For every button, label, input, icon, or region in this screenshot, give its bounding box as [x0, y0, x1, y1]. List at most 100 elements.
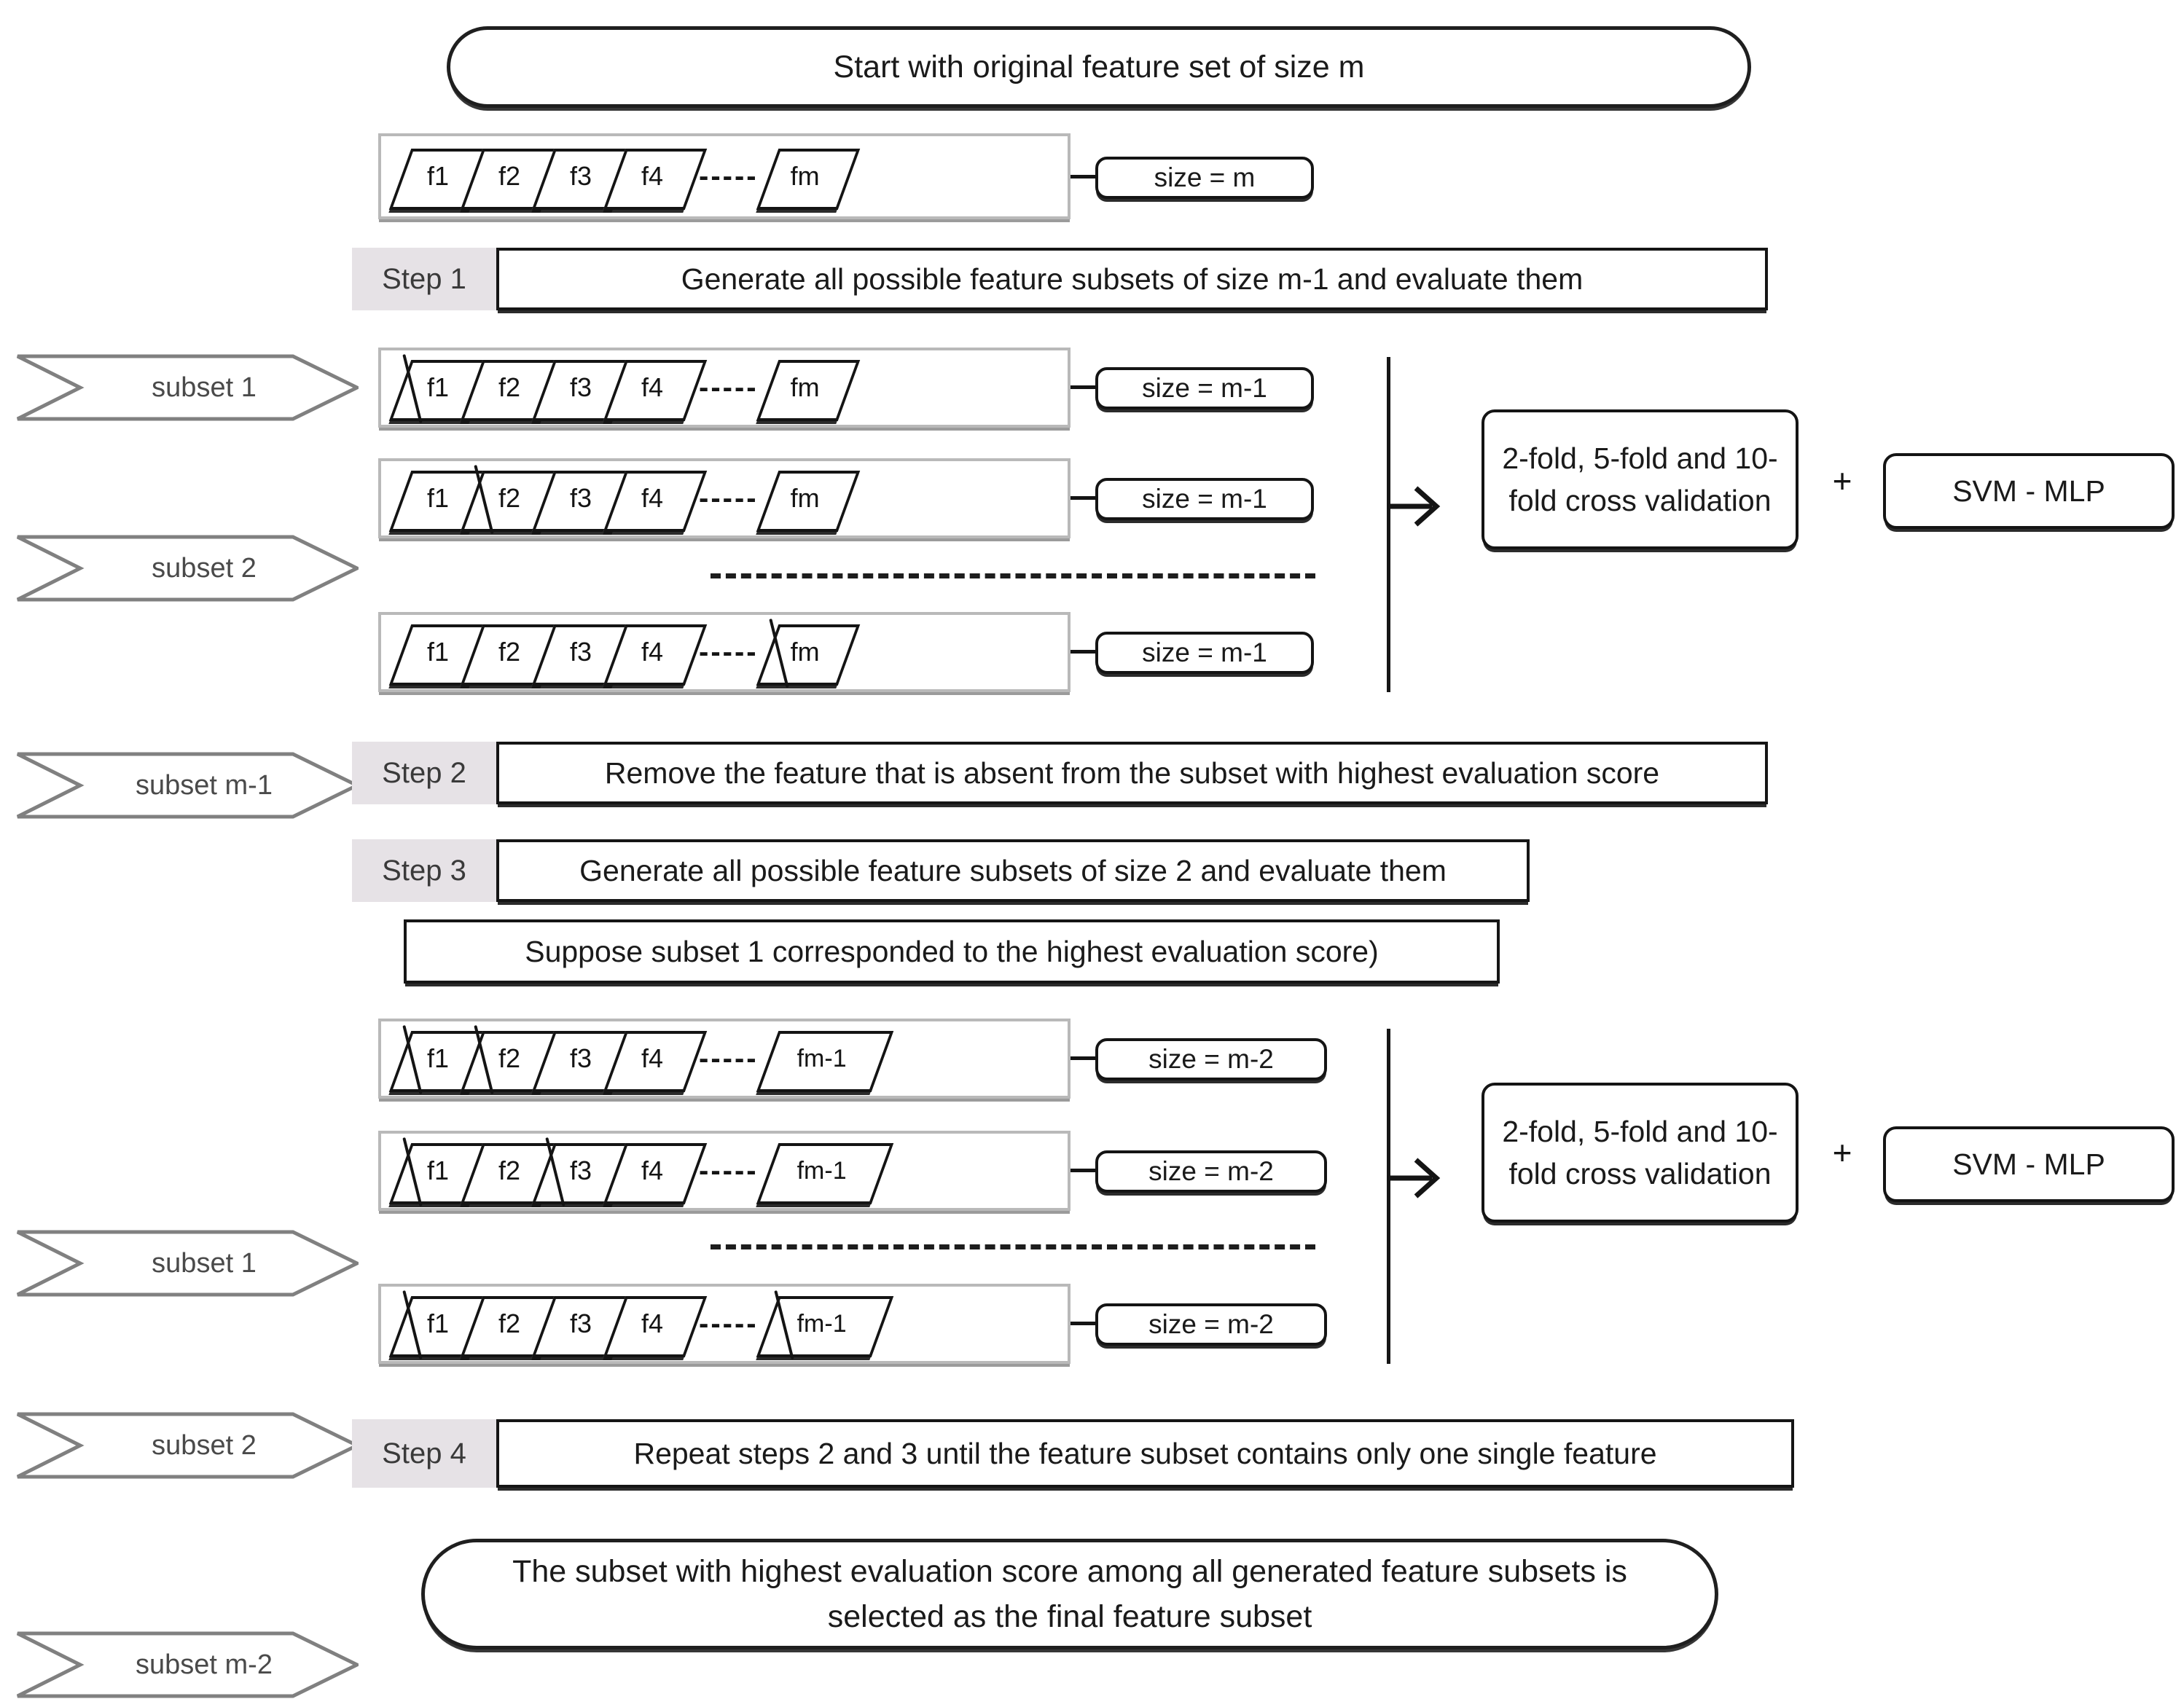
connector-g1-r2 [1071, 496, 1095, 500]
size-pill-g1-r2: size = m-1 [1095, 478, 1314, 520]
feature-chip-label: fm [790, 483, 820, 513]
feature-ellipsis: ----- [699, 371, 759, 404]
chevron-g2-r3-label: subset m-2 [136, 1649, 273, 1680]
feature-chip-label: f3 [569, 483, 592, 513]
feature-chip: f4 [603, 1031, 708, 1092]
feature-chip: f4 [603, 149, 708, 210]
feature-chip: fm-1 [756, 1031, 893, 1092]
group2-classifier-label: SVM - MLP [1952, 1147, 2105, 1181]
chevron-g1-r1: subset 1 [16, 353, 359, 422]
chevron-g2-r1-shape [16, 1230, 359, 1297]
feature-chip: f3 [531, 149, 636, 210]
group1-arrow-icon [1387, 481, 1445, 532]
group2-classifier-box: SVM - MLP [1883, 1126, 2175, 1202]
feature-chip-label: f3 [569, 1043, 592, 1073]
group2-cross-validation-box: 2-fold, 5-fold and 10-fold cross validat… [1482, 1083, 1799, 1223]
size-label-g2-r3: size = m-2 [1148, 1309, 1274, 1339]
size-label-g2-r1: size = m-2 [1148, 1044, 1274, 1074]
feature-chip: f3 [531, 471, 636, 532]
feature-chip-label: f2 [498, 483, 521, 513]
feature-chip-label: f1 [426, 1043, 450, 1073]
feature-strip-g1-r1: f1 f2 f3 f4----- fm [378, 348, 1071, 428]
group2-plus-glyph: + [1832, 1134, 1852, 1172]
feature-chip: f2 [460, 1031, 565, 1092]
feature-chip: f1 [388, 360, 493, 421]
connector-g1-r3 [1071, 650, 1095, 654]
group2-cross-validation-label: 2-fold, 5-fold and 10-fold cross validat… [1502, 1114, 1778, 1190]
group1-cross-validation-label: 2-fold, 5-fold and 10-fold cross validat… [1502, 441, 1778, 517]
feature-chip-label: f4 [641, 1308, 664, 1338]
feature-chip-label: f4 [641, 1155, 664, 1185]
feature-chip: f2 [460, 1143, 565, 1204]
feature-chip-label: f4 [641, 161, 664, 191]
feature-chip-label: f2 [498, 1308, 521, 1338]
chevron-g1-r3: subset m-1 [16, 751, 359, 820]
feature-chip: fm [756, 149, 860, 210]
feature-chip-label: f3 [569, 637, 592, 667]
group1-vertical-bar [1387, 357, 1390, 692]
feature-chip-label: f2 [498, 161, 521, 191]
group1-cross-validation-box: 2-fold, 5-fold and 10-fold cross validat… [1482, 409, 1799, 549]
connector-g2-r1 [1071, 1056, 1095, 1060]
size-pill-g1-r3: size = m-1 [1095, 632, 1314, 674]
step-3-tag-label: Step 3 [382, 854, 466, 887]
feature-chip-label: f1 [426, 372, 450, 402]
size-pill-g2-r1: size = m-2 [1095, 1038, 1327, 1080]
step-1-tag-label: Step 1 [382, 262, 466, 295]
feature-chip-label: f3 [569, 372, 592, 402]
feature-chip: f4 [603, 1143, 708, 1204]
feature-chip-label: fm [790, 161, 820, 191]
feature-chip-label: fm-1 [797, 1044, 847, 1072]
feature-chip: fm [756, 360, 860, 421]
feature-chip: f3 [531, 1296, 636, 1357]
chevron-g1-r1-shape [16, 354, 359, 421]
final-terminator: The subset with highest evaluation score… [421, 1539, 1718, 1649]
step-3-box: Generate all possible feature subsets of… [496, 839, 1530, 902]
final-terminator-label: The subset with highest evaluation score… [512, 1553, 1627, 1634]
step-1-text: Generate all possible feature subsets of… [681, 262, 1584, 296]
feature-chip-label: f2 [498, 1155, 521, 1185]
feature-chip-label: f3 [569, 161, 592, 191]
group1-classifier-label: SVM - MLP [1952, 474, 2105, 508]
feature-chip: f2 [460, 149, 565, 210]
original-connector [1071, 175, 1095, 178]
note-box: Suppose subset 1 corresponded to the hig… [404, 919, 1500, 984]
feature-ellipsis: ----- [699, 160, 759, 192]
group1-plus-glyph: + [1832, 462, 1852, 500]
feature-chip: f2 [460, 471, 565, 532]
feature-chip-label: f1 [426, 1308, 450, 1338]
feature-chip-label: f3 [569, 1308, 592, 1338]
feature-chip-label: f1 [426, 637, 450, 667]
feature-chip-label: fm [790, 372, 820, 402]
feature-chip-label: fm [790, 637, 820, 667]
feature-chip-label: f2 [498, 372, 521, 402]
feature-chip: f4 [603, 1296, 708, 1357]
feature-chip-label: f1 [426, 483, 450, 513]
chevron-g2-r1: subset 1 [16, 1229, 359, 1298]
chevron-g1-r3-shape [16, 752, 359, 819]
original-size-pill: size = m [1095, 157, 1314, 199]
chevron-g2-r1-label: subset 1 [152, 1247, 257, 1279]
dash-separator-g1 [711, 573, 1315, 578]
step-4-box: Repeat steps 2 and 3 until the feature s… [496, 1419, 1794, 1488]
feature-chip: f3 [531, 360, 636, 421]
step-2-tag-label: Step 2 [382, 756, 466, 789]
dash-separator-g2 [711, 1244, 1315, 1249]
chevron-g1-r2: subset 2 [16, 534, 359, 603]
step-1-tag: Step 1 [352, 248, 496, 310]
feature-chip: fm-1 [756, 1143, 893, 1204]
start-terminator: Start with original feature set of size … [447, 26, 1751, 108]
step-3-tag: Step 3 [352, 839, 496, 902]
feature-chip: f4 [603, 360, 708, 421]
step-2-tag: Step 2 [352, 742, 496, 804]
feature-row-g1-r1: f1 f2 f3 f4----- fm [381, 350, 1068, 425]
start-terminator-label: Start with original feature set of size … [833, 49, 1365, 85]
feature-chip: f3 [531, 624, 636, 686]
feature-chip: f2 [460, 1296, 565, 1357]
feature-ellipsis: ----- [699, 1307, 759, 1340]
group1-classifier-box: SVM - MLP [1883, 453, 2175, 529]
